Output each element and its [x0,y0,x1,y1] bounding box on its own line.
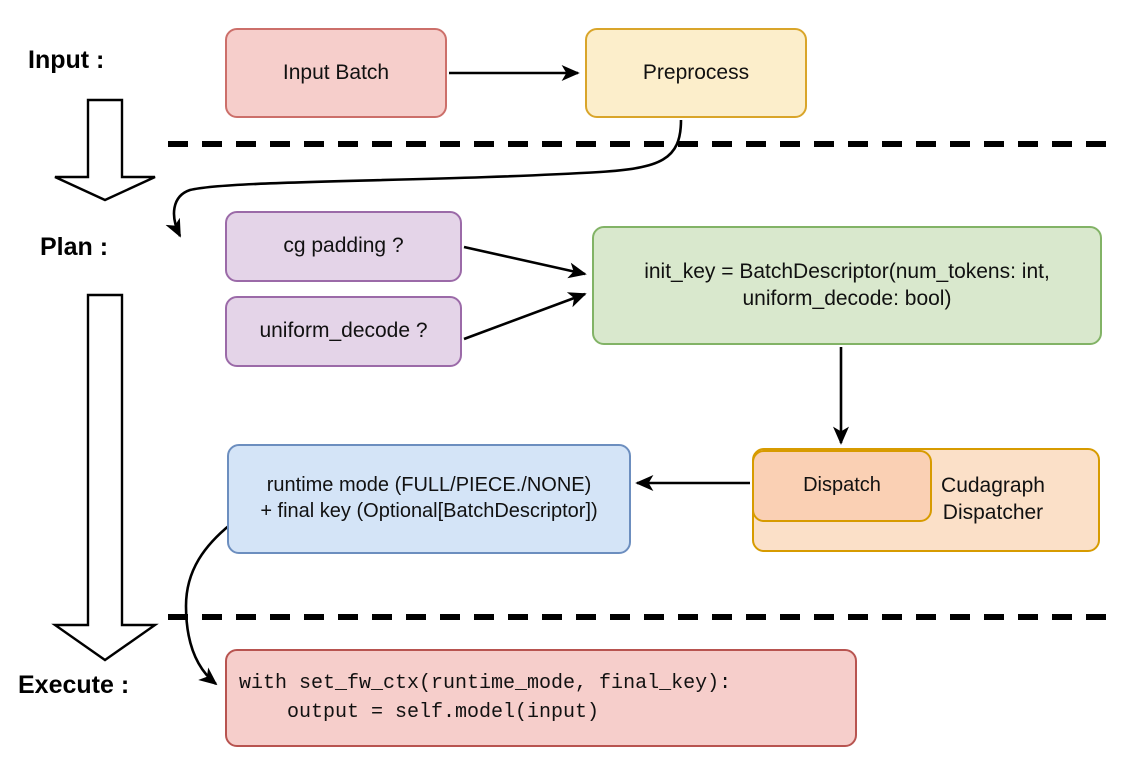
stage-label-execute: Execute : [18,671,130,699]
node-input-batch[interactable]: Input Batch [225,28,447,118]
node-dispatch-label: Dispatch [803,474,881,497]
node-preprocess-label: Preprocess [642,60,750,84]
node-input-batch-label: Input Batch [282,60,390,84]
node-cg-padding-label: cg padding ? [283,234,404,258]
node-preprocess[interactable]: Preprocess [585,28,807,118]
node-uniform-decode-label: uniform_decode ? [259,319,428,343]
node-cg-padding[interactable]: cg padding ? [225,211,462,282]
stage-arrow-input-to-plan [54,98,156,202]
stage-arrow-plan-to-execute [51,293,159,662]
node-dispatch[interactable]: Dispatch [752,450,932,522]
stage-label-plan: Plan : [40,233,109,261]
node-cudagraph-dispatcher-label: Cudagraph Dispatcher [941,474,1045,524]
node-execute-code-label: with set_fw_ctx(runtime_mode, final_key)… [239,672,732,724]
edge-uniform-decode-to-init-key [463,292,587,341]
edge-cg-padding-to-init-key [463,245,587,279]
node-runtime-mode[interactable]: runtime mode (FULL/PIECE./NONE) + final … [227,444,631,554]
node-uniform-decode[interactable]: uniform_decode ? [225,296,462,367]
node-runtime-mode-label: runtime mode (FULL/PIECE./NONE) + final … [260,474,598,522]
node-execute-code[interactable]: with set_fw_ctx(runtime_mode, final_key)… [225,649,857,747]
node-init-key[interactable]: init_key = BatchDescriptor(num_tokens: i… [592,226,1102,345]
node-init-key-label: init_key = BatchDescriptor(num_tokens: i… [644,259,1050,310]
stage-label-input: Input : [28,46,105,74]
